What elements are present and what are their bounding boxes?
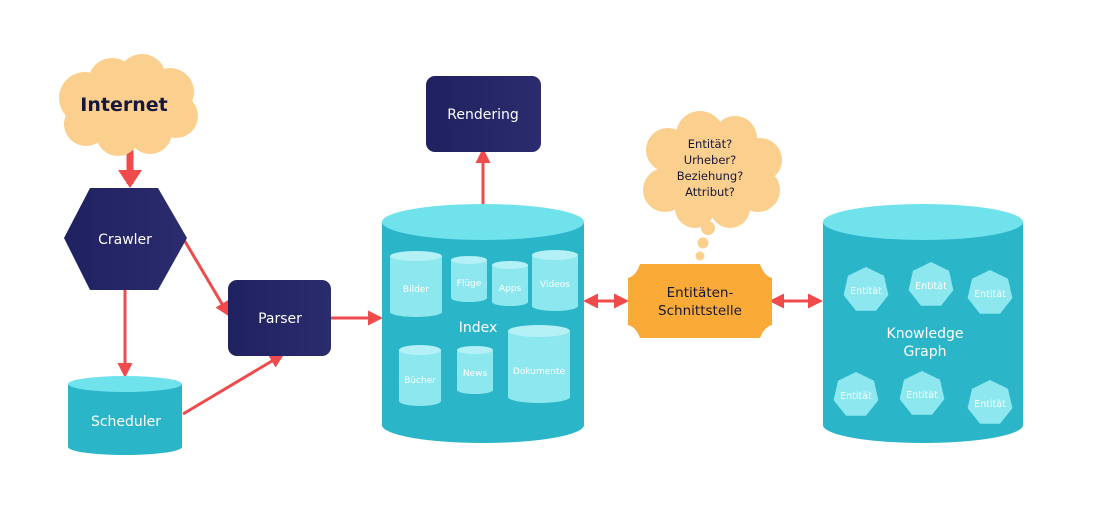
scheduler-label: Scheduler: [91, 414, 161, 430]
index-item-dokumente: Dokumente: [508, 325, 570, 403]
entity-badge-shape: [967, 270, 1013, 314]
index-item-dokumente-label: Dokumente: [513, 367, 566, 377]
entity-interface-label-2: Schnittstelle: [658, 303, 742, 319]
entity-badge-shape: [833, 372, 879, 416]
entity-interface-node: Entitäten- Schnittstelle: [628, 264, 772, 338]
entity-badge: Entität: [967, 380, 1013, 424]
entity-badge-shape: [843, 267, 889, 311]
entity-badge: Entität: [908, 262, 954, 306]
knowledge-graph-label-2: Graph: [904, 344, 947, 360]
index-node: Index Bilder Flüge Apps Videos Bücher: [382, 204, 584, 443]
index-item-news: News: [457, 346, 493, 394]
entity-badge-shape: [908, 262, 954, 306]
scheduler-node: Scheduler: [68, 376, 182, 455]
index-item-videos: Videos: [532, 250, 578, 311]
crawler-node: Crawler: [64, 188, 187, 290]
arrow-crawler-to-parser: [181, 237, 230, 317]
index-item-news-label: News: [463, 369, 488, 379]
index-item-bilder: Bilder: [390, 251, 442, 317]
arrow-scheduler-to-parser: [182, 353, 285, 416]
knowledge-graph-label-1: Knowledge: [887, 326, 964, 342]
index-item-buecher-label: Bücher: [404, 376, 436, 386]
crawler-label: Crawler: [98, 232, 152, 248]
index-item-bilder-label: Bilder: [403, 285, 429, 295]
entity-badge-label: Entität: [850, 286, 882, 297]
entity-badge: Entität: [843, 267, 889, 311]
entity-badge-label: Entität: [974, 399, 1006, 410]
index-item-apps: Apps: [492, 261, 528, 306]
entity-badge-label: Entität: [840, 391, 872, 402]
arrow-internet-to-crawler-head: [118, 170, 142, 188]
thought-line-1: Entität?: [688, 137, 732, 151]
rendering-node: Rendering: [426, 76, 541, 152]
rendering-label: Rendering: [447, 107, 519, 123]
entity-badge-label: Entität: [974, 289, 1006, 300]
entity-badge-label: Entität: [906, 390, 938, 401]
index-item-buecher: Bücher: [399, 345, 441, 406]
entity-badge-shape: [899, 371, 945, 415]
entity-badge-shape: [967, 380, 1013, 424]
entity-badge: Entität: [899, 371, 945, 415]
thought-line-2: Urheber?: [684, 153, 737, 167]
entity-interface-label-1: Entitäten-: [667, 285, 734, 301]
internet-label: Internet: [80, 94, 167, 116]
thought-line-3: Beziehung?: [677, 169, 744, 183]
entity-badge: Entität: [967, 270, 1013, 314]
index-item-fluege: Flüge: [451, 256, 487, 302]
thought-bubble: Entität? Urheber? Beziehung? Attribut?: [643, 111, 782, 261]
index-item-fluege-label: Flüge: [457, 279, 482, 289]
parser-node: Parser: [228, 280, 331, 356]
index-label: Index: [459, 320, 498, 336]
internet-cloud: Internet: [59, 54, 198, 156]
index-item-videos-label: Videos: [540, 280, 570, 290]
thought-line-4: Attribut?: [685, 185, 735, 199]
entity-badge-label: Entität: [915, 281, 947, 292]
index-item-apps-label: Apps: [499, 284, 522, 294]
parser-label: Parser: [258, 311, 302, 327]
entity-badge: Entität: [833, 372, 879, 416]
